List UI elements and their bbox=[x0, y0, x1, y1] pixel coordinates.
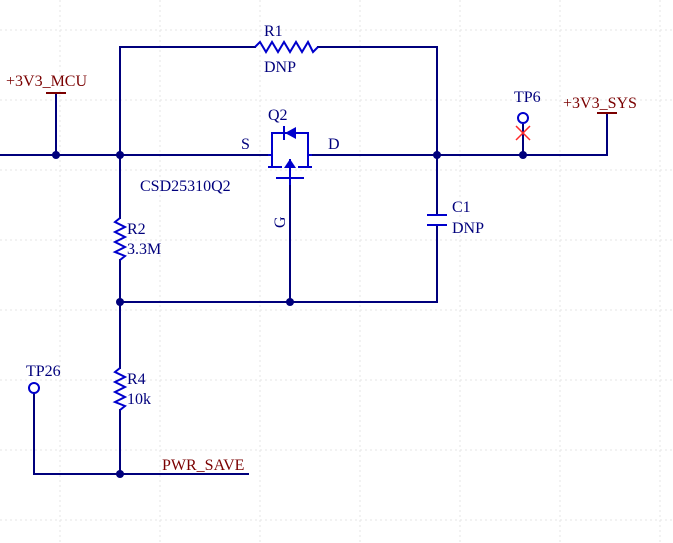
power-port-mcu[interactable]: +3V3_MCU bbox=[6, 73, 87, 94]
power-port-sys[interactable]: +3V3_SYS bbox=[563, 95, 637, 114]
q2-pin-source: S bbox=[241, 136, 250, 153]
wire-r1-right bbox=[317, 46, 438, 156]
junction-dot bbox=[116, 298, 124, 306]
resistor-r1[interactable]: R1 DNP bbox=[254, 23, 319, 76]
q2-drain-lead bbox=[307, 154, 312, 166]
junction-dot bbox=[116, 151, 124, 159]
resistor-r2[interactable]: R2 3.3M bbox=[112, 217, 161, 261]
junction-dot bbox=[52, 151, 60, 159]
junction-dot bbox=[519, 151, 527, 159]
r1-designator: R1 bbox=[264, 23, 283, 40]
tp26-pad-icon bbox=[28, 382, 40, 394]
q2-source-lead bbox=[268, 154, 273, 166]
wires bbox=[0, 46, 608, 475]
wire-r1-left bbox=[119, 46, 256, 156]
tp26-designator: TP26 bbox=[26, 363, 61, 380]
capacitor-c1[interactable]: C1 DNP bbox=[427, 199, 484, 237]
net-label-mcu: +3V3_MCU bbox=[6, 73, 87, 90]
testpoint-tp6[interactable]: TP6 bbox=[514, 89, 541, 141]
r4-value: 10k bbox=[127, 391, 151, 408]
tp6-no-connect-icon bbox=[515, 125, 531, 141]
testpoint-tp26[interactable]: TP26 bbox=[26, 363, 61, 394]
q2-arrow-icon bbox=[284, 159, 296, 168]
net-pwr-save[interactable]: PWR_SAVE bbox=[162, 457, 244, 474]
q2-body-diode-icon bbox=[285, 127, 296, 139]
q2-designator: Q2 bbox=[268, 107, 288, 124]
r4-designator: R4 bbox=[127, 371, 146, 388]
junctions bbox=[52, 151, 527, 478]
r2-designator: R2 bbox=[127, 221, 146, 238]
r1-zigzag bbox=[254, 39, 319, 54]
mosfet-q2[interactable]: Q2 CSD25310Q2 S D G bbox=[140, 107, 340, 228]
junction-dot bbox=[433, 151, 441, 159]
junction-dot bbox=[286, 298, 294, 306]
c1-value: DNP bbox=[452, 220, 484, 237]
net-label-sys: +3V3_SYS bbox=[563, 95, 637, 112]
resistor-r4[interactable]: R4 10k bbox=[112, 367, 151, 411]
q2-pin-drain: D bbox=[328, 136, 340, 153]
junction-dot bbox=[116, 470, 124, 478]
r4-zigzag bbox=[112, 367, 128, 411]
tp6-pad-icon bbox=[517, 112, 529, 124]
net-label-pwr-save: PWR_SAVE bbox=[162, 457, 244, 474]
r2-value: 3.3M bbox=[127, 241, 161, 258]
wire-c1-bottom bbox=[119, 225, 438, 303]
r2-zigzag bbox=[112, 217, 128, 261]
tp6-designator: TP6 bbox=[514, 89, 541, 106]
r1-value: DNP bbox=[264, 59, 296, 76]
q2-part-number: CSD25310Q2 bbox=[140, 178, 231, 195]
c1-designator: C1 bbox=[452, 199, 471, 216]
q2-pin-gate: G bbox=[272, 216, 289, 228]
